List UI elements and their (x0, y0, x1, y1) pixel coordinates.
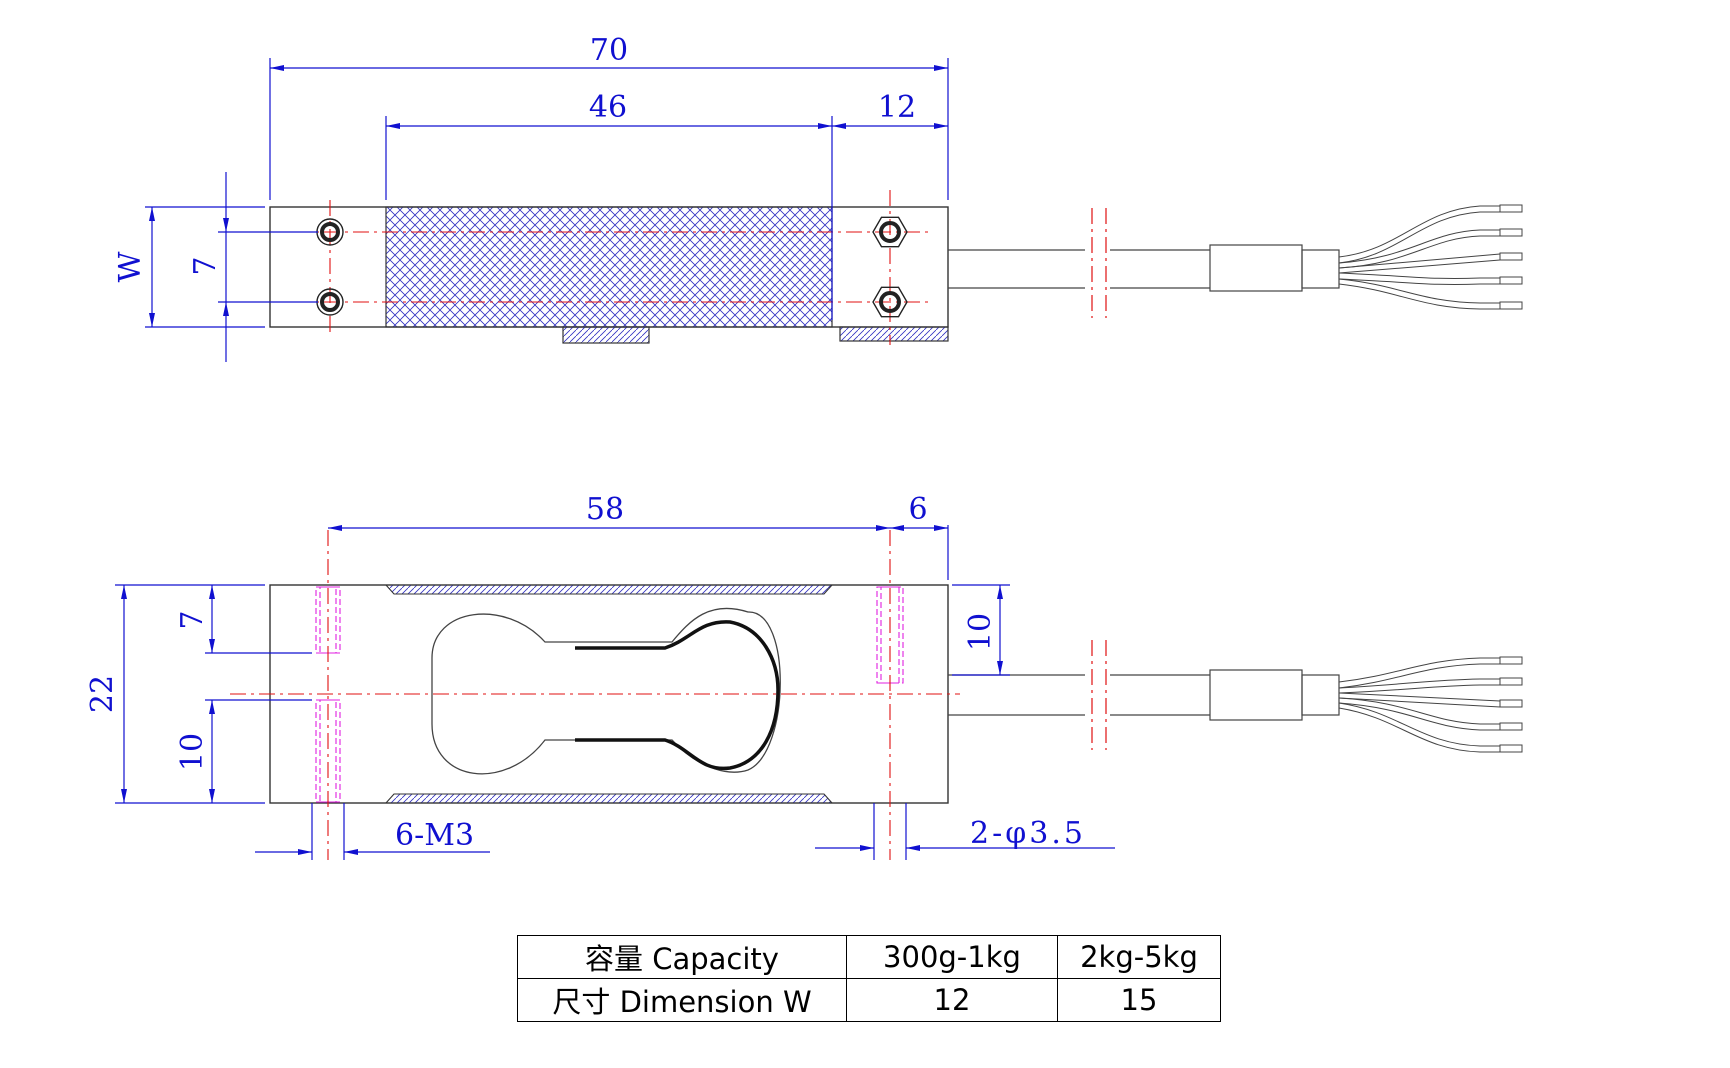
top-cable (948, 244, 1340, 292)
dim-12-label: 12 (878, 90, 916, 125)
dim-46-label: 46 (589, 90, 627, 125)
table-cell: 2kg-5kg (1057, 935, 1221, 979)
strain-gauge-area (385, 206, 833, 328)
top-dimensions (145, 58, 949, 362)
hex-nut-upper (872, 216, 908, 248)
table-row: 尺寸 Dimension W 12 15 (517, 978, 1221, 1022)
table-cell: 12 (846, 978, 1058, 1022)
thread-callout: 6-M3 (395, 818, 474, 853)
gauge-web-upper (575, 620, 780, 691)
cable-break-side (1091, 640, 1107, 750)
side-cable (948, 669, 1340, 721)
lead-wires-top (1338, 204, 1523, 310)
dim-22-label: 22 (85, 675, 120, 713)
table-header-row: 容量 Capacity 300g-1kg 2kg-5kg (517, 935, 1221, 979)
dim-70-label: 70 (590, 33, 628, 68)
table-cell: 尺寸 Dimension W (517, 978, 847, 1022)
gauge-strip-top (384, 584, 834, 595)
binocular-cutout (431, 607, 781, 775)
bottom-pad-right (839, 326, 949, 342)
side-centerlines (230, 530, 960, 860)
bottom-pad-left (562, 326, 650, 344)
hole-callout: 2-φ3.5 (970, 816, 1086, 851)
dim-58-label: 58 (586, 492, 624, 527)
spec-table: 容量 Capacity 300g-1kg 2kg-5kg 尺寸 Dimensio… (517, 935, 1221, 1022)
top-view: 70 46 12 W 7 (113, 33, 1523, 362)
dim-W-label: W (113, 251, 148, 282)
lead-wires-side (1338, 656, 1523, 753)
cable-break-top (1091, 208, 1107, 318)
hex-nut-lower (872, 286, 908, 318)
gauge-strip-bottom (384, 793, 834, 804)
side-view: 58 6 22 7 10 10 6-M3 2-φ3.5 (85, 492, 1523, 860)
dim-10-lower-label: 10 (175, 733, 210, 771)
dim-7-side-label: 7 (175, 610, 210, 629)
dim-6-label: 6 (908, 492, 927, 527)
table-cell: 300g-1kg (846, 935, 1058, 979)
table-cell: 容量 Capacity (517, 935, 847, 979)
side-dimensions (115, 525, 1115, 860)
dim-10-cable-label: 10 (963, 613, 998, 651)
table-cell: 15 (1057, 978, 1221, 1022)
dim-7-top-label: 7 (188, 256, 223, 275)
gauge-web-lower (575, 689, 780, 771)
